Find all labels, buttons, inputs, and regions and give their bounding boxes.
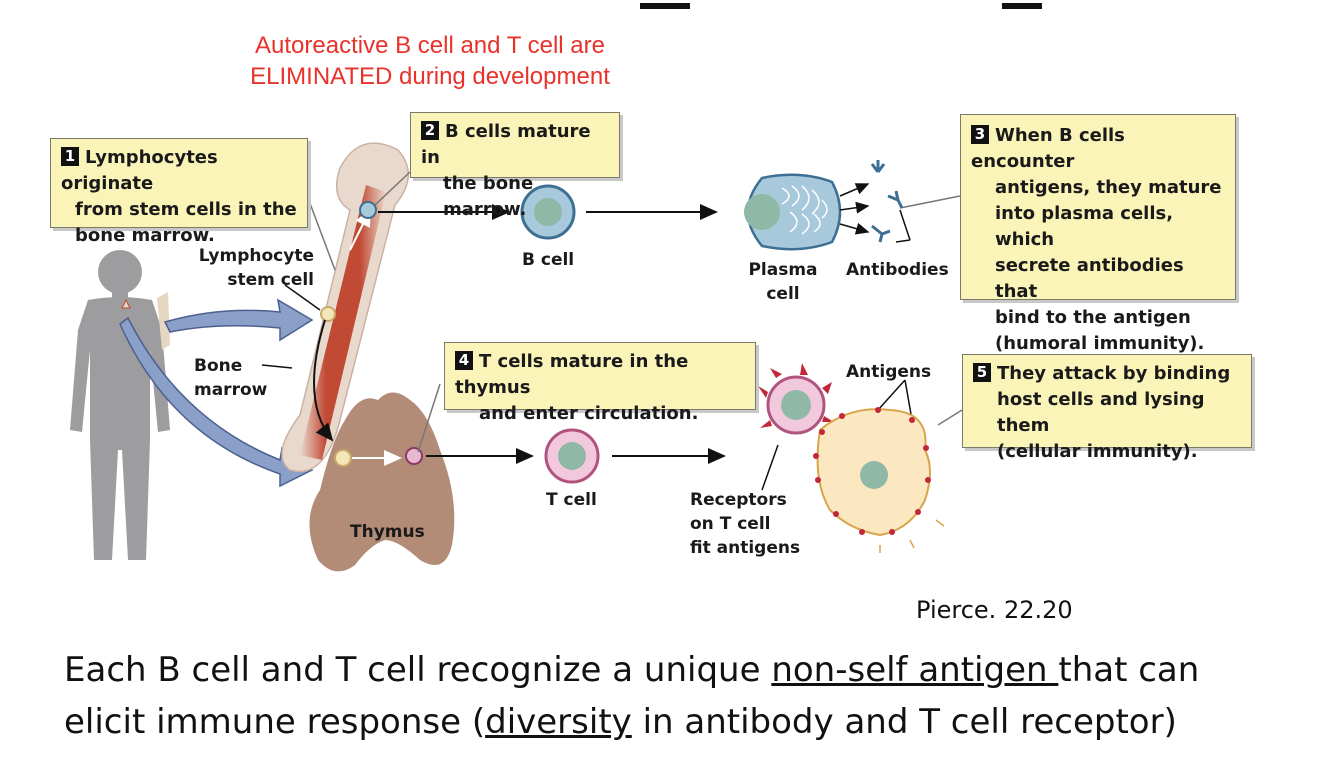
callout-1-line1: Lymphocytes originate	[61, 147, 218, 194]
callout-2-line2: the bone marrow.	[443, 173, 534, 220]
step-2-badge: 2	[421, 121, 439, 140]
elimination-note-line1: Autoreactive B cell and T cell are	[255, 32, 605, 59]
callout-5: 5 They attack by binding host cells and l…	[962, 354, 1252, 462]
summary-line2-b: in antibody and T cell receptor)	[631, 702, 1177, 742]
callout-1-line3: bone marrow.	[75, 225, 215, 246]
label-bone-marrow: Bone marrow	[194, 356, 268, 400]
label-antibodies: Antibodies	[846, 260, 949, 280]
plasma-cell	[744, 173, 842, 251]
t-cell	[544, 428, 600, 484]
thymus-organ	[309, 392, 455, 572]
callout-3-line6: (humoral immunity).	[995, 333, 1205, 354]
callout-3-line2: antigens, they mature	[995, 177, 1222, 198]
callout-1-line2: from stem cells in the	[75, 199, 297, 220]
summary-text: Each B cell and T cell recognize a uniqu…	[64, 644, 1324, 748]
callout-3-line4: secrete antibodies that	[995, 255, 1184, 302]
callout-5-line1: They attack by binding	[997, 363, 1231, 384]
label-receptors: Receptors on T cell fit antigens	[690, 490, 801, 558]
b-cell	[520, 184, 576, 240]
step-1-badge: 1	[61, 147, 79, 166]
callout-3-line3: into plasma cells, which	[995, 203, 1174, 250]
elimination-note-line2: ELIMINATED during development	[250, 63, 610, 90]
step-4-badge: 4	[455, 351, 473, 370]
step-3-badge: 3	[971, 125, 989, 144]
human-figure	[70, 250, 170, 560]
callout-4-line1: T cells mature in the thymus	[455, 351, 689, 398]
label-plasma-cell: Plasma cell	[748, 260, 818, 304]
summary-line1-b: that can	[1058, 650, 1200, 690]
summary-line1-underlined: non-self antigen	[771, 650, 1059, 690]
cropped-title-remnant	[0, 0, 1334, 10]
label-thymus: Thymus	[350, 522, 425, 542]
antibodies-group	[839, 160, 911, 243]
figure-citation: Pierce. 22.20	[916, 596, 1073, 624]
elimination-note: Autoreactive B cell and T cell are ELIMI…	[150, 30, 710, 92]
label-b-cell: B cell	[522, 250, 575, 270]
summary-line1-a: Each B cell and T cell recognize a uniqu…	[64, 650, 772, 690]
callout-5-line3: (cellular immunity).	[997, 441, 1198, 462]
callout-2-line1: B cells mature in	[421, 121, 591, 168]
callout-5-line2: host cells and lysing them	[997, 389, 1205, 436]
summary-line2-a: elicit immune response (	[64, 702, 486, 742]
label-t-cell: T cell	[546, 490, 597, 510]
host-cell	[813, 407, 945, 553]
label-lymphocyte-stem-cell: Lymphocyte stem cell	[198, 246, 314, 290]
callout-4-line2: and enter circulation.	[479, 403, 699, 424]
step-5-badge: 5	[973, 363, 991, 382]
activated-t-cell	[758, 363, 834, 435]
label-antigens: Antigens	[846, 362, 932, 382]
summary-line2-underlined: diversity	[485, 702, 632, 742]
callout-3-line5: bind to the antigen	[995, 307, 1191, 328]
callout-3-line1: When B cells encounter	[971, 125, 1125, 172]
